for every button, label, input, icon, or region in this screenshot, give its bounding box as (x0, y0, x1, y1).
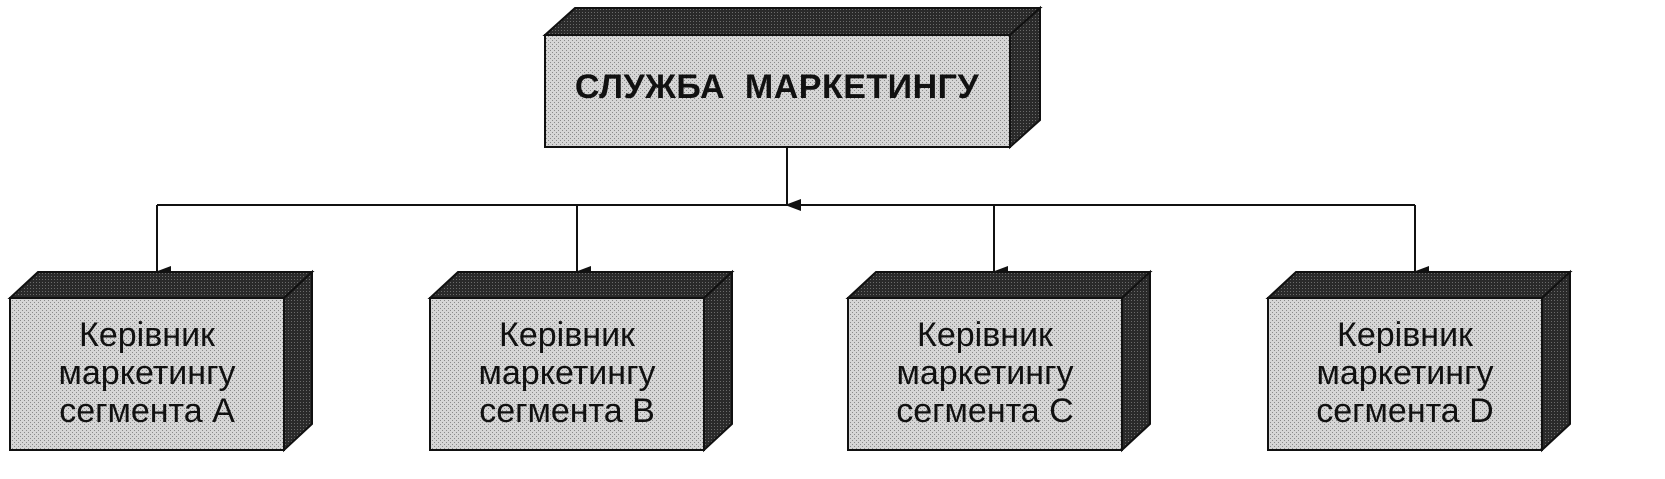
child-box-d-line-1: Керівник (1337, 316, 1474, 354)
child-box-c-line-3: сегмента C (896, 392, 1073, 430)
child-box-a-line-1: Керівник (79, 316, 216, 354)
child-box-c-front (847, 297, 1123, 451)
child-box-c: Керівник маркетингу сегмента C (845, 269, 1153, 453)
root-box-top (542, 7, 1043, 36)
child-box-b-front (429, 297, 705, 451)
child-box-a-top (7, 271, 315, 299)
child-box-b-top (427, 271, 735, 299)
root-box: СЛУЖБА МАРКЕТИНГУ (542, 5, 1043, 150)
child-box-a-side (283, 269, 313, 453)
child-box-c-line-2: маркетингу (897, 354, 1074, 392)
root-box-front (544, 34, 1011, 148)
child-box-c-line-1: Керівник (917, 316, 1054, 354)
child-box-b-line-2: маркетингу (479, 354, 656, 392)
child-box-d-top (1265, 271, 1573, 299)
child-box-b: Керівник маркетингу сегмента B (427, 269, 735, 453)
child-box-b-side (703, 269, 733, 453)
child-box-b-line-3: сегмента B (479, 392, 655, 430)
child-box-a-line-3: сегмента A (59, 392, 235, 430)
child-box-d-side (1541, 269, 1571, 453)
child-box-a-line-2: маркетингу (59, 354, 236, 392)
child-box-d-line-3: сегмента D (1316, 392, 1493, 430)
child-box-d-line-2: маркетингу (1317, 354, 1494, 392)
child-box-c-side (1121, 269, 1151, 453)
root-box-label: СЛУЖБА МАРКЕТИНГУ (575, 68, 980, 106)
child-box-a: Керівник маркетингу сегмента A (7, 269, 315, 453)
child-box-a-front (9, 297, 285, 451)
child-box-b-line-1: Керівник (499, 316, 636, 354)
connectors (155, 147, 1429, 278)
child-box-d: Керівник маркетингу сегмента D (1265, 269, 1573, 453)
child-box-c-top (845, 271, 1153, 299)
child-box-d-front (1267, 297, 1543, 451)
